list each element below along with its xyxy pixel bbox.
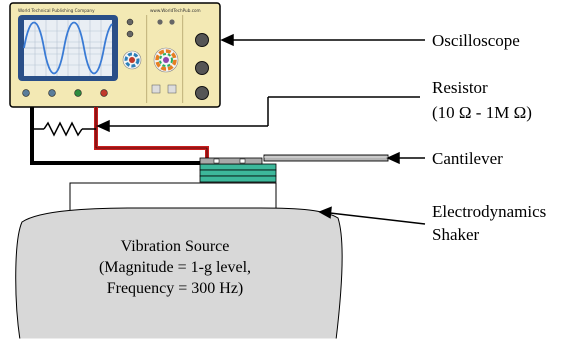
cantilever <box>263 154 389 162</box>
label-shaker-line1: Electrodynamics <box>432 202 546 221</box>
piezo-stack <box>199 157 277 183</box>
oscilloscope-bottom-controls <box>14 84 122 104</box>
label-shaker-line2: Shaker <box>432 225 480 244</box>
position-knob-2[interactable] <box>126 30 134 38</box>
black-wire <box>30 107 217 165</box>
labels: Oscilloscope Resistor (10 Ω - 1M Ω) Cant… <box>432 31 546 244</box>
power-button[interactable] <box>100 89 108 97</box>
focus-knob[interactable] <box>48 89 56 97</box>
red-wire <box>94 107 209 158</box>
oscilloscope-trigger-controls <box>182 15 209 103</box>
shaker-armature <box>69 182 277 212</box>
trigger-knob-2[interactable] <box>195 61 209 75</box>
cantilever-beam <box>263 154 389 162</box>
shaker-text-line1: Vibration Source <box>121 238 230 255</box>
trigger-knob-1[interactable] <box>195 33 209 47</box>
shaker-arrow <box>329 212 426 225</box>
label-resistor-line1: Resistor <box>432 78 488 97</box>
label-oscilloscope: Oscilloscope <box>432 31 520 50</box>
oscilloscope: World Technical Publishing Company www.W… <box>9 2 221 108</box>
wiring <box>30 107 217 165</box>
shaker-text-line3: Frequency = 300 Hz) <box>107 280 244 297</box>
callout-arrows <box>96 33 426 225</box>
label-resistor-line2: (10 Ω - 1M Ω) <box>432 103 532 122</box>
timebase-knob-small-1[interactable] <box>157 19 163 25</box>
oscilloscope-brand-left: World Technical Publishing Company <box>18 8 95 13</box>
trigger-knob-3[interactable] <box>195 86 209 100</box>
oscilloscope-brand-right: www.WorldTechPub.com <box>150 8 201 13</box>
shaker-text-line2: (Magnitude = 1-g level, <box>99 259 251 276</box>
position-knob-top[interactable] <box>126 18 134 26</box>
oscilloscope-trace <box>23 21 113 75</box>
label-cantilever: Cantilever <box>432 149 503 168</box>
shaker-body <box>15 207 343 341</box>
screen-grid <box>24 20 112 76</box>
electrodynamics-shaker: Vibration Source (Magnitude = 1-g level,… <box>8 182 350 342</box>
timebase-knob-small-2[interactable] <box>169 19 175 25</box>
resistor-symbol <box>43 121 83 137</box>
green-button[interactable] <box>74 89 82 97</box>
intensity-knob[interactable] <box>22 89 30 97</box>
oscilloscope-vertical-controls <box>122 15 148 103</box>
oscilloscope-timebase-controls <box>151 19 179 94</box>
